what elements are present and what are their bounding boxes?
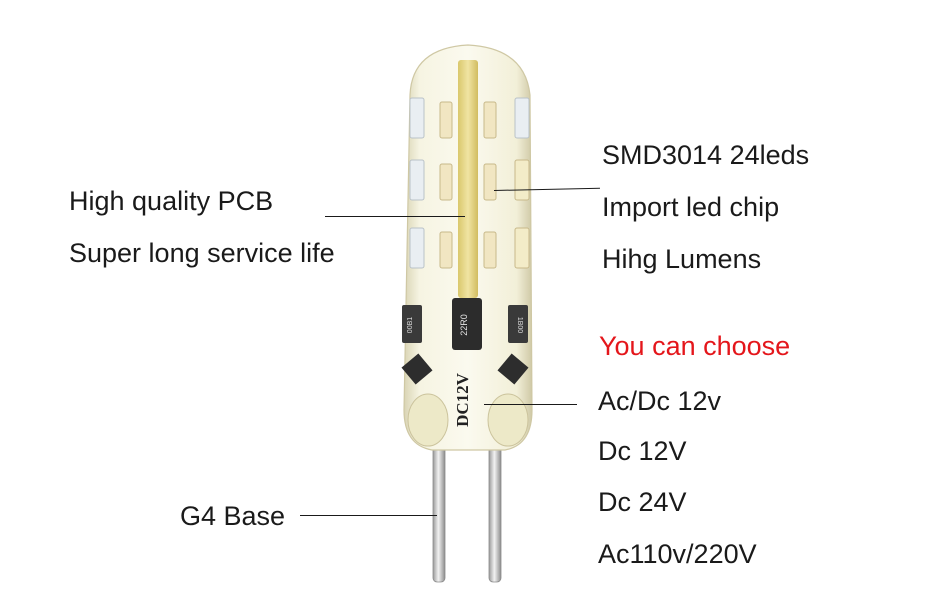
option-dc-12v: Dc 12V	[598, 436, 687, 466]
diode-right	[497, 353, 529, 385]
voltage-marking: DC12V	[453, 372, 472, 427]
label-high-quality-pcb: High quality PCB	[69, 186, 274, 216]
label-service-life: Super long service life	[69, 238, 335, 268]
leader-line-pcb	[325, 216, 465, 217]
smd-left-mark: 00B1	[407, 317, 414, 333]
pin-left	[432, 439, 446, 583]
label-import-led-chip: Import led chip	[602, 192, 780, 222]
pcb-strip	[458, 60, 478, 298]
base-bump-right	[487, 393, 529, 447]
option-dc-24v: Dc 24V	[598, 487, 687, 517]
leader-line-voltage	[484, 404, 577, 405]
diode-left	[401, 353, 433, 385]
option-ac110v-220v: Ac110v/220V	[598, 539, 757, 569]
label-you-can-choose: You can choose	[599, 331, 791, 361]
label-high-lumens: Hihg Lumens	[602, 244, 762, 274]
option-ac-dc-12v: Ac/Dc 12v	[598, 386, 722, 416]
led-chips	[409, 97, 530, 269]
label-g4-base: G4 Base	[180, 501, 286, 531]
main-resistor	[452, 298, 482, 350]
smd-right-mark: 1B00	[516, 317, 523, 333]
leader-line-base	[300, 515, 437, 516]
smd-resistor-left	[402, 305, 422, 343]
base-bump-left	[407, 393, 449, 447]
pin-right	[488, 439, 502, 583]
label-smd3014: SMD3014 24leds	[602, 140, 810, 170]
main-resistor-mark: 22R0	[459, 314, 469, 336]
smd-resistor-right	[508, 305, 528, 343]
